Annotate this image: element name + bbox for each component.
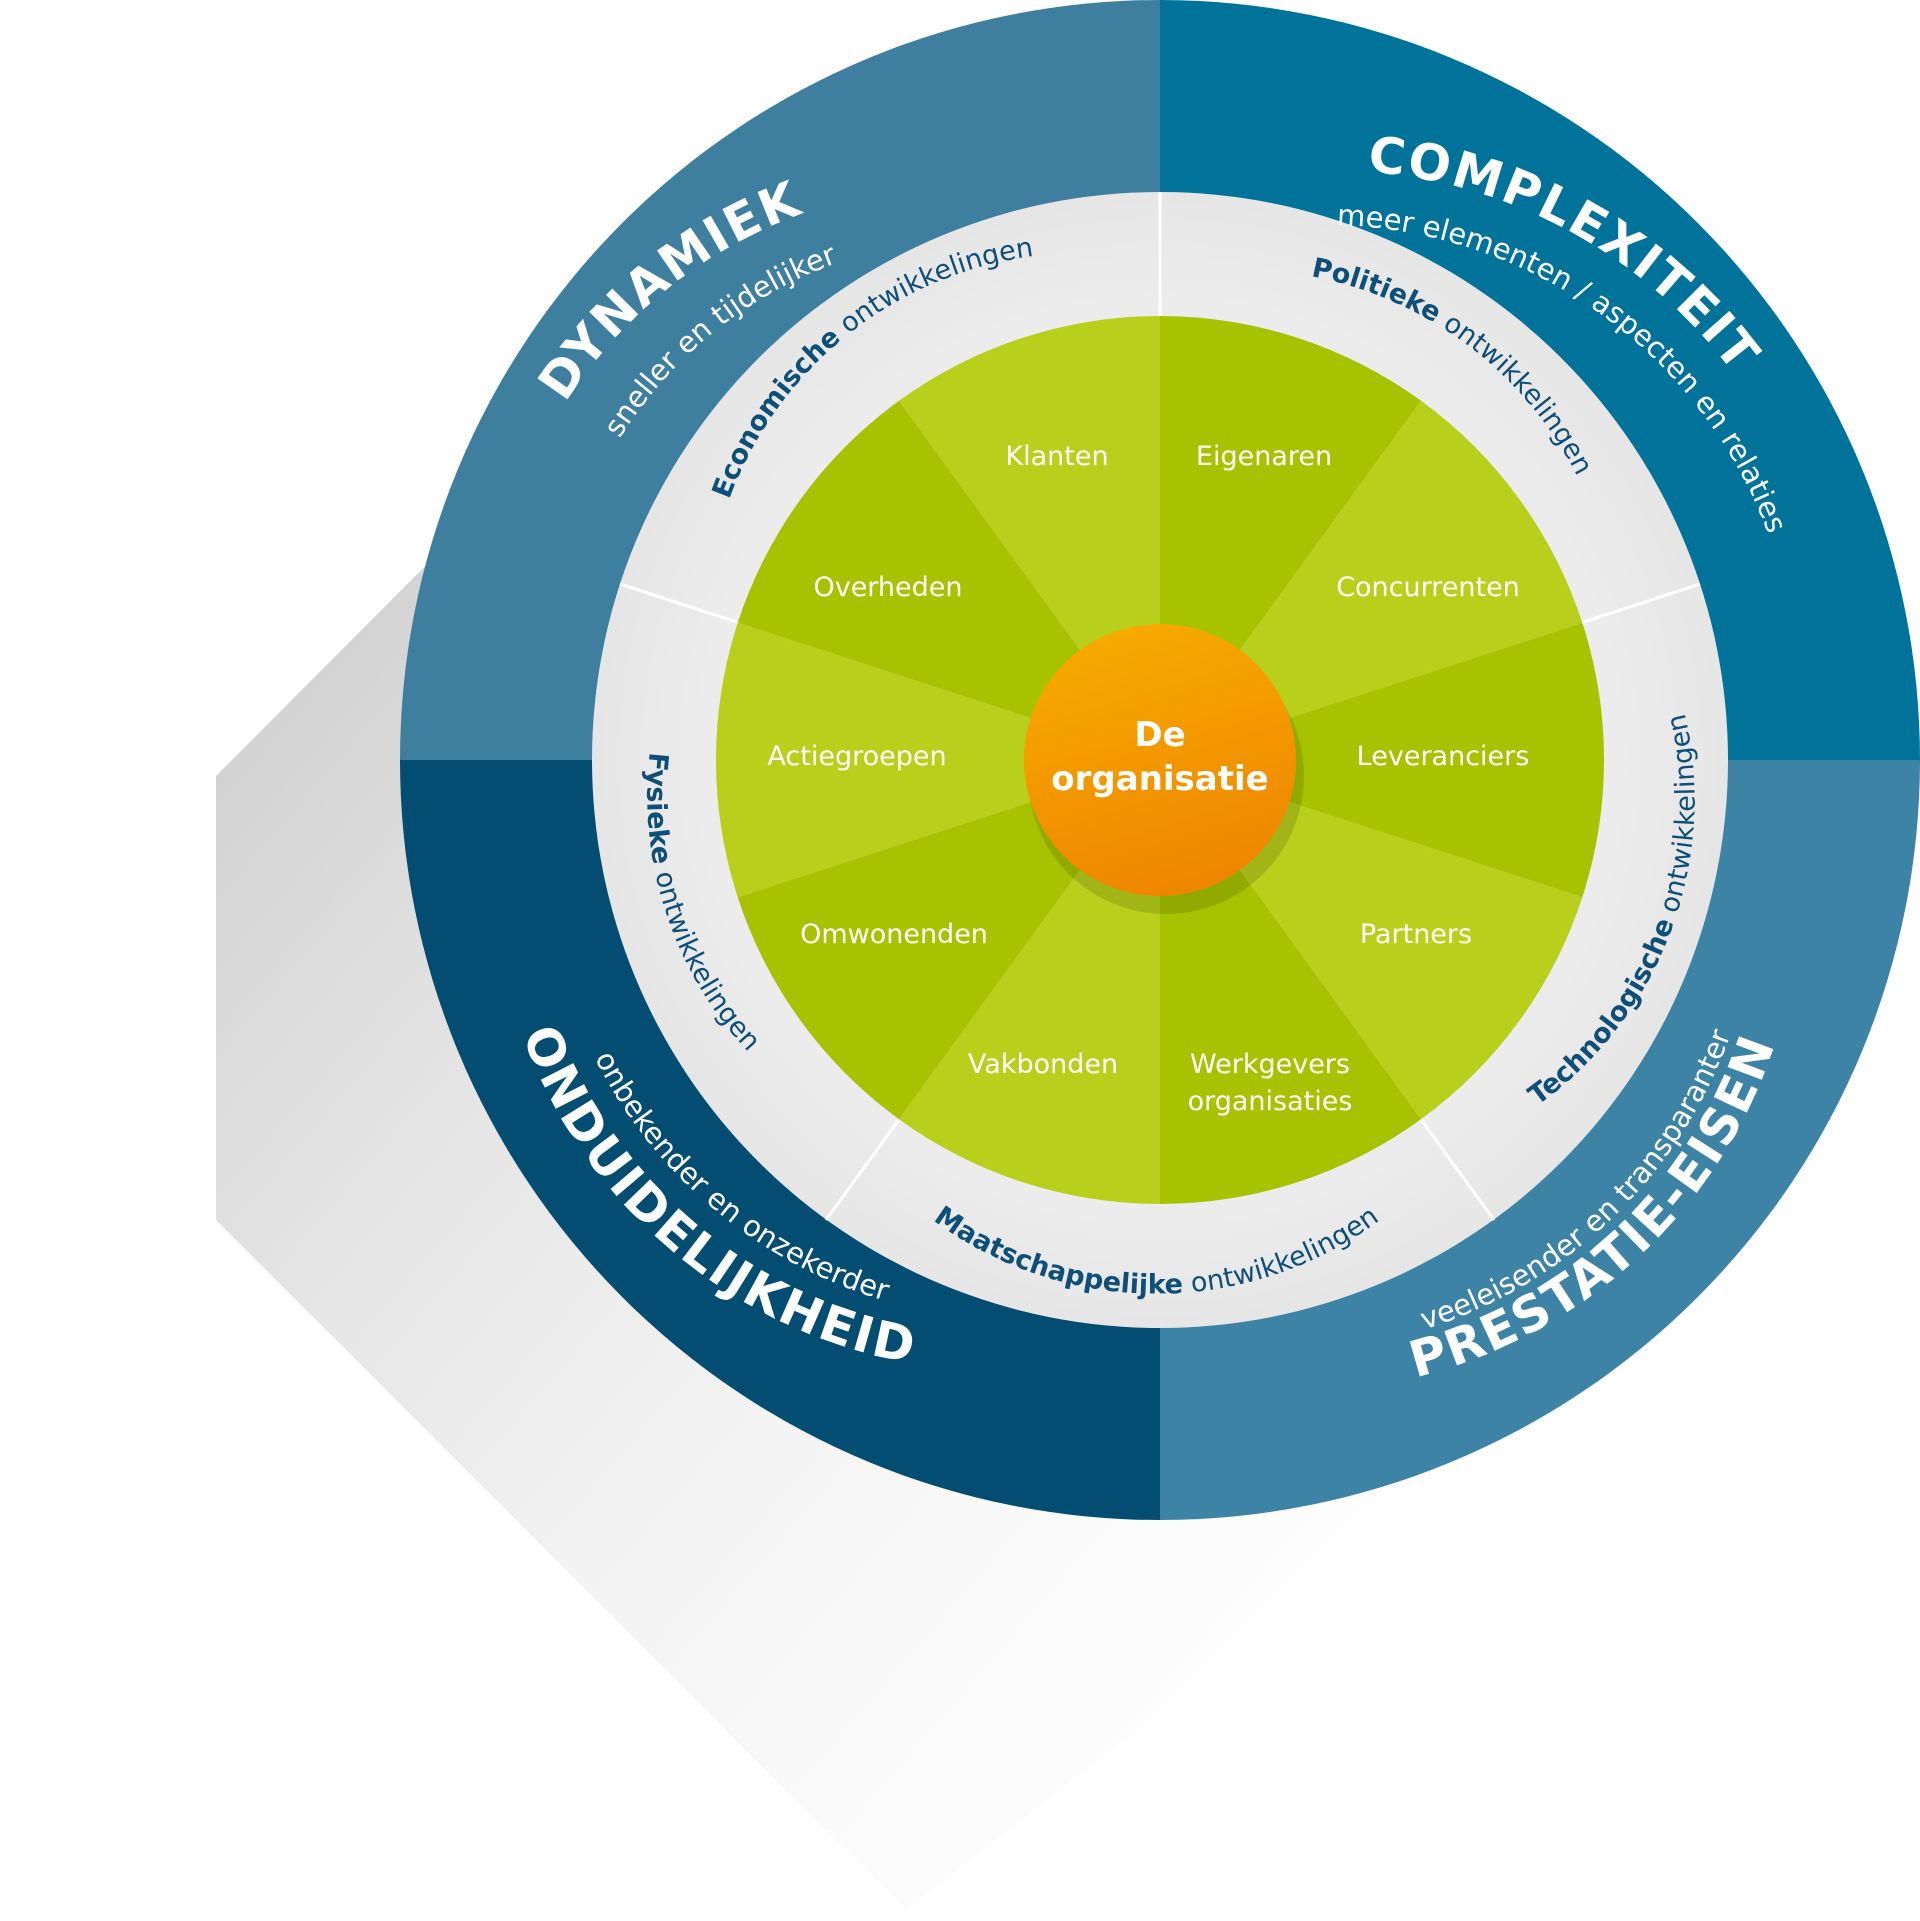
wheel-wedge (1160, 760, 1583, 1120)
center-label-line2: organisatie (1051, 759, 1268, 799)
stakeholder-actiegroepen: Actiegroepen (767, 741, 946, 772)
wheel-wedge (737, 760, 1160, 1120)
wheel-wedge (1160, 622, 1605, 898)
stakeholder-eigenaren: Eigenaren (1196, 441, 1332, 472)
stakeholder-labels: Klanten Eigenaren Concurrenten Leveranci… (767, 441, 1529, 1117)
stakeholder-wheel (715, 316, 1605, 1204)
stakeholder-vakbonden: Vakbonden (968, 1049, 1118, 1080)
stakeholder-werkgevers-line2: organisaties (1188, 1086, 1353, 1117)
center-circle (1024, 624, 1296, 896)
stakeholder-klanten: Klanten (1005, 441, 1108, 472)
stakeholder-werkgevers: Werkgevers (1190, 1049, 1350, 1080)
stakeholder-concurrenten: Concurrenten (1336, 572, 1520, 603)
stakeholder-overheden: Overheden (813, 572, 962, 603)
stakeholder-omwonenden: Omwonenden (800, 919, 988, 950)
stakeholder-leveranciers: Leveranciers (1357, 741, 1530, 772)
wheel-wedge (737, 400, 1160, 760)
wheel-wedge (1160, 400, 1583, 760)
wheel-wedge (715, 622, 1160, 898)
center-label-line1: De (1134, 715, 1185, 755)
stakeholder-partners: Partners (1360, 919, 1472, 950)
